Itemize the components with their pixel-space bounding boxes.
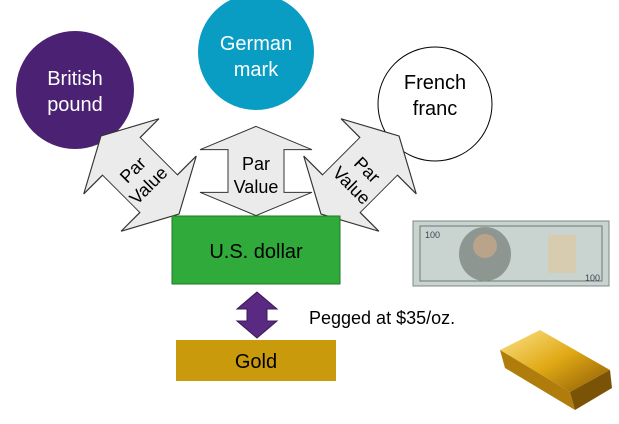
peg-label: Pegged at $35/oz. [309, 308, 455, 328]
par-value-label-center-1: Par [242, 154, 270, 174]
svg-text:100: 100 [585, 273, 600, 283]
gold-bar-image [500, 330, 612, 410]
french-franc-label-2: franc [413, 98, 457, 120]
hundred-dollar-bill-image: 100 100 [412, 220, 610, 287]
us-dollar-box: U.S. dollar [171, 215, 341, 285]
german-mark-label-1: German [220, 33, 292, 55]
german-mark-circle: German mark [198, 0, 314, 110]
par-value-label-center-2: Value [234, 177, 279, 197]
gold-label: Gold [235, 351, 277, 373]
us-dollar-label: U.S. dollar [209, 241, 303, 263]
british-pound-circle: British pound [16, 31, 134, 149]
peg-arrow [235, 291, 279, 339]
british-pound-label-1: British [47, 68, 103, 90]
french-franc-label-1: French [404, 72, 466, 94]
french-franc-circle: French franc [377, 46, 493, 162]
german-mark-label-2: mark [234, 59, 279, 81]
british-pound-label-2: pound [47, 94, 103, 116]
gold-box: Gold [176, 340, 336, 381]
svg-text:100: 100 [425, 230, 440, 240]
